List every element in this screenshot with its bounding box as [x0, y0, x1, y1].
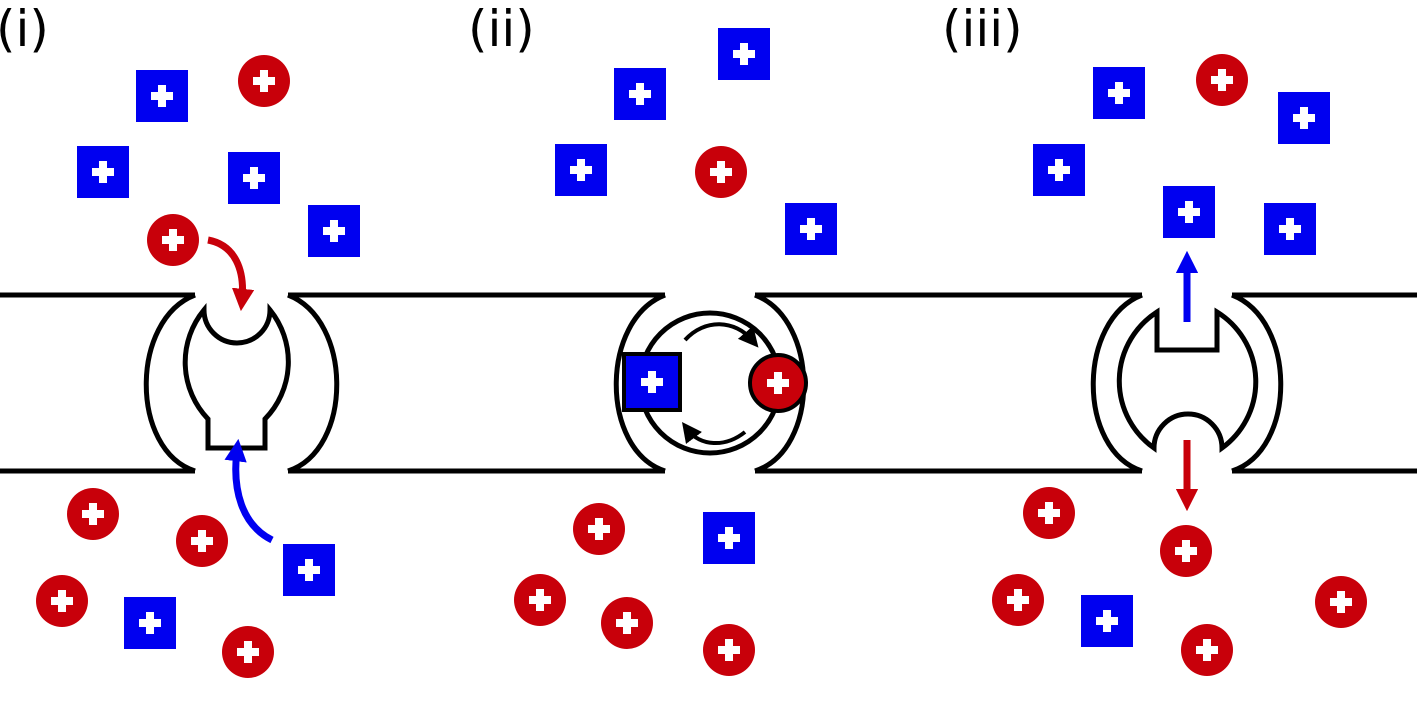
red-ion: [67, 488, 119, 540]
blue-ion: [1093, 67, 1145, 119]
red-ion: [601, 597, 653, 649]
blue-ion: [283, 544, 335, 596]
channel-wall-left-3: [1090, 292, 1143, 474]
carrier-panel-1: [182, 302, 291, 451]
bound-red-ion: [748, 353, 808, 413]
blue-ion: [228, 152, 280, 204]
blue-ion: [1081, 595, 1133, 647]
rotation-arrow-bottom: [681, 422, 747, 446]
blue-ion: [718, 28, 770, 80]
red-ion: [573, 503, 625, 555]
red-ion: [222, 626, 274, 678]
red-ion: [147, 214, 199, 266]
blue-arrow-inbound: [224, 438, 274, 544]
red-ion: [176, 515, 228, 567]
red-ion: [1315, 576, 1367, 628]
blue-ion: [703, 512, 755, 564]
red-ion: [1196, 54, 1248, 106]
red-ion: [514, 574, 566, 626]
rotation-arrow-top: [683, 322, 759, 348]
red-ion: [992, 574, 1044, 626]
blue-ion: [308, 205, 360, 257]
blue-ion: [77, 146, 129, 198]
blue-ion: [614, 68, 666, 120]
carrier-panel-2: [622, 310, 808, 456]
transport-arrows: [207, 236, 1199, 544]
channel-wall-right-3: [1231, 292, 1284, 474]
red-ion: [1181, 624, 1233, 676]
channel-wall-left-1: [143, 292, 196, 474]
bound-blue-ion: [622, 352, 682, 412]
membrane: [0, 292, 1417, 474]
channel-wall-left-2: [613, 292, 666, 474]
carrier-panel-3: [1116, 307, 1259, 453]
blue-ion: [555, 144, 607, 196]
red-ion: [36, 575, 88, 627]
panel-label-2: (ii): [468, 0, 535, 58]
blue-ion: [1278, 92, 1330, 144]
red-ion: [1023, 487, 1075, 539]
blue-ion: [136, 70, 188, 122]
red-ion: [238, 55, 290, 107]
panel-label-1: (i): [0, 0, 49, 58]
red-ion: [1160, 525, 1212, 577]
panel-label-3: (iii): [942, 0, 1023, 58]
blue-ion: [1033, 144, 1085, 196]
blue-ion: [124, 597, 176, 649]
blue-ion: [1163, 186, 1215, 238]
red-ion: [703, 624, 755, 676]
blue-ion: [1264, 203, 1316, 255]
channel-wall-right-1: [287, 292, 340, 474]
blue-ion: [785, 203, 837, 255]
red-arrow-inbound: [207, 236, 255, 312]
red-ion: [695, 146, 747, 198]
